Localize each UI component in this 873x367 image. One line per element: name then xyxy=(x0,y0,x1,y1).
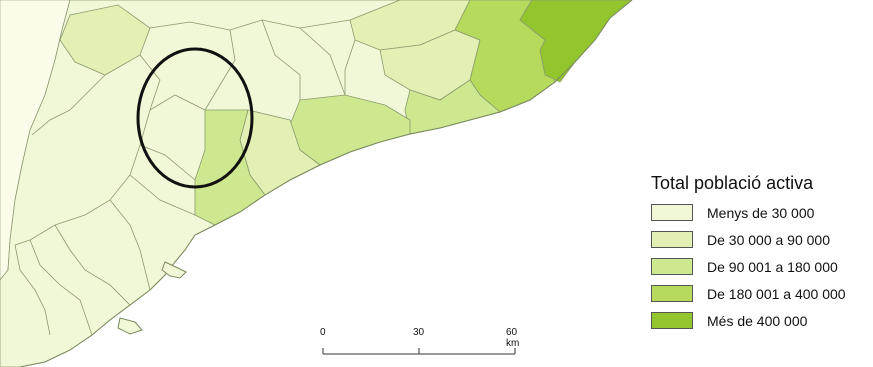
county-boundaries xyxy=(14,19,356,336)
legend-item: Més de 400 000 xyxy=(651,312,873,329)
scale-bar-line xyxy=(322,348,516,355)
legend-swatch xyxy=(651,285,693,302)
legend-item: De 30 000 a 90 000 xyxy=(651,231,873,248)
legend-swatch xyxy=(651,258,693,275)
legend-swatch xyxy=(651,231,693,248)
legend-item: Menys de 30 000 xyxy=(651,204,873,221)
legend-title: Total població activa xyxy=(651,173,814,193)
delta xyxy=(161,261,187,279)
county-shape xyxy=(59,4,151,76)
legend-label: De 30 000 a 90 000 xyxy=(707,231,830,248)
scale-bar: 0 30 60 km xyxy=(310,327,530,367)
legend-item: De 180 001 a 400 000 xyxy=(651,285,873,302)
legend-label: Menys de 30 000 xyxy=(707,204,815,221)
delta-tip xyxy=(117,317,143,335)
legend-item: De 90 001 a 180 000 xyxy=(651,258,873,275)
scale-label-60: 60 km xyxy=(506,327,520,349)
legend-swatch xyxy=(651,204,693,221)
legend-label: Més de 400 000 xyxy=(707,312,808,329)
legend-label: De 90 001 a 180 000 xyxy=(707,258,838,275)
legend: Total població activa Menys de 30 000 De… xyxy=(651,173,873,339)
legend-swatch xyxy=(651,312,693,329)
legend-label: De 180 001 a 400 000 xyxy=(707,285,846,302)
coastline xyxy=(19,0,633,367)
scale-label-0: 0 xyxy=(320,327,326,338)
highlight-ring xyxy=(136,47,254,189)
scale-label-30: 30 xyxy=(413,327,425,338)
